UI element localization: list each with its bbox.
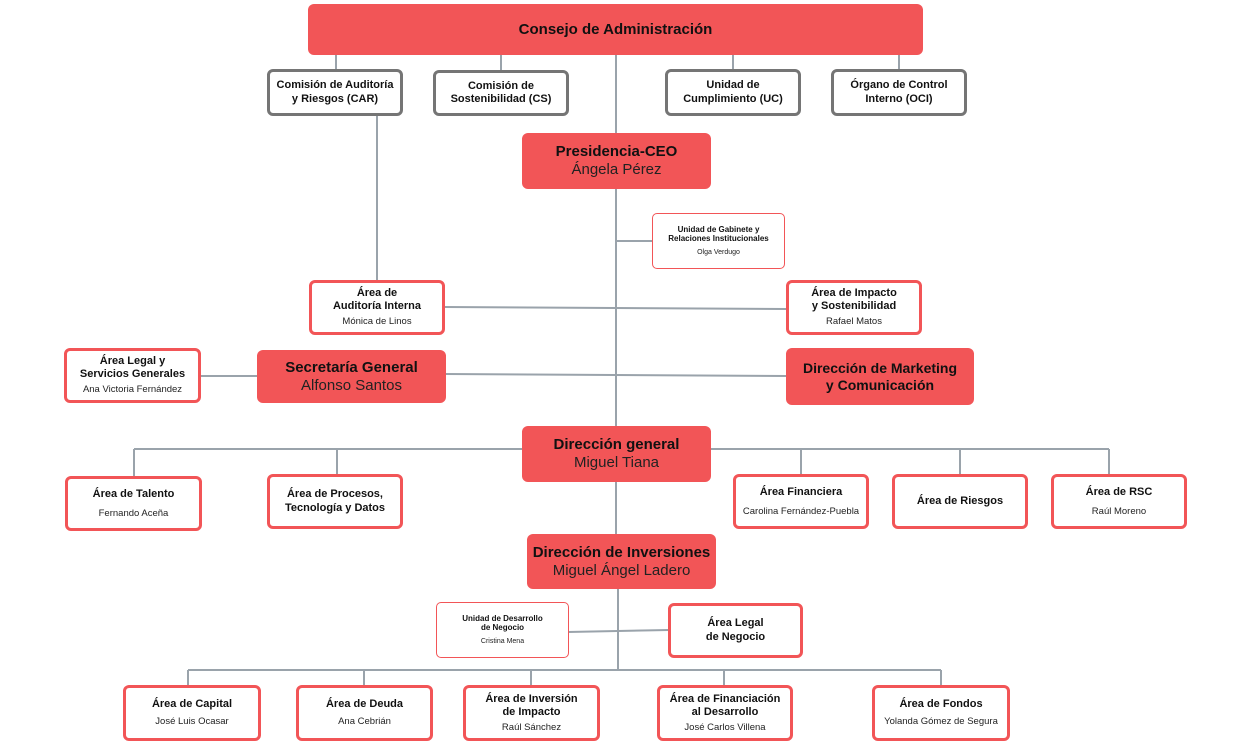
financiera-node: Área Financiera Carolina Fernández-Puebl…	[733, 474, 869, 529]
procesos-node: Área de Procesos, Tecnología y Datos	[267, 474, 403, 529]
cs-title: Comisión de Sostenibilidad (CS)	[450, 79, 552, 105]
auditoria-person: Mónica de Linos	[342, 316, 412, 328]
impacto-sost-title: Área de Impacto y Sostenibilidad	[811, 287, 897, 313]
inversiones-title: Dirección de Inversiones	[532, 543, 711, 561]
inversiones-person: Miguel Ángel Ladero	[552, 561, 691, 579]
ceo-node: Presidencia-CEO Ángela Pérez	[522, 133, 711, 189]
gabinete-node: Unidad de Gabinete y Relaciones Instituc…	[652, 213, 785, 269]
legal-negocio-node: Área Legal de Negocio	[668, 603, 803, 658]
secretaria-node: Secretaría General Alfonso Santos	[257, 350, 446, 403]
rsc-node: Área de RSC Raúl Moreno	[1051, 474, 1187, 529]
talento-node: Área de Talento Fernando Aceña	[65, 476, 202, 531]
financiacion-desarrollo-node: Área de Financiación al Desarrollo José …	[657, 685, 793, 741]
marketing-node: Dirección de Marketing y Comunicación	[786, 348, 974, 405]
cs-committee-node: Comisión de Sostenibilidad (CS)	[433, 70, 569, 116]
financiacion-person: José Carlos Villena	[684, 721, 766, 733]
marketing-title: Dirección de Marketing y Comunicación	[802, 359, 958, 393]
board-node: Consejo de Administración	[308, 4, 923, 55]
riesgos-node: Área de Riesgos	[892, 474, 1028, 529]
oci-title: Órgano de Control Interno (OCI)	[850, 79, 948, 105]
secretaria-person: Alfonso Santos	[301, 376, 402, 394]
financiera-person: Carolina Fernández-Puebla	[742, 505, 860, 517]
legal-servicios-node: Área Legal y Servicios Generales Ana Vic…	[64, 348, 201, 403]
oci-node: Órgano de Control Interno (OCI)	[831, 69, 967, 116]
impacto-sost-person: Rafael Matos	[826, 316, 882, 328]
car-title: Comisión de Auditoría y Riesgos (CAR)	[276, 79, 394, 105]
inversion-impacto-node: Área de Inversión de Impacto Raúl Sánche…	[463, 685, 600, 741]
legal-sg-person: Ana Victoria Fernández	[82, 384, 183, 396]
dg-person: Miguel Tiana	[573, 454, 660, 471]
inv-impacto-person: Raúl Sánchez	[501, 721, 562, 733]
capital-title: Área de Capital	[151, 698, 233, 711]
ceo-person: Ángela Pérez	[571, 161, 662, 178]
capital-node: Área de Capital José Luis Ocasar	[123, 685, 261, 741]
direccion-general-node: Dirección general Miguel Tiana	[522, 426, 711, 482]
uc-title: Unidad de Cumplimiento (UC)	[683, 79, 783, 105]
rsc-person: Raúl Moreno	[1091, 505, 1147, 517]
rsc-title: Área de RSC	[1085, 485, 1153, 498]
legal-neg-title: Área Legal de Negocio	[705, 617, 766, 643]
deuda-title: Área de Deuda	[325, 698, 404, 711]
impacto-sostenibilidad-node: Área de Impacto y Sostenibilidad Rafael …	[786, 280, 922, 335]
financiacion-title: Área de Financiación al Desarrollo	[669, 692, 781, 718]
desarrollo-negocio-node: Unidad de Desarrollo de Negocio Cristina…	[436, 602, 569, 658]
board-title: Consejo de Administración	[518, 20, 713, 38]
fondos-title: Área de Fondos	[899, 698, 983, 711]
legal-sg-title: Área Legal y Servicios Generales	[79, 355, 186, 381]
dg-title: Dirección general	[553, 436, 680, 453]
secretaria-title: Secretaría General	[285, 358, 418, 376]
fondos-node: Área de Fondos Yolanda Gómez de Segura	[872, 685, 1010, 741]
car-committee-node: Comisión de Auditoría y Riesgos (CAR)	[267, 69, 403, 116]
riesgos-title: Área de Riesgos	[916, 494, 1004, 507]
capital-person: José Luis Ocasar	[155, 716, 229, 728]
gabinete-title: Unidad de Gabinete y Relaciones Instituc…	[668, 224, 769, 244]
inv-impacto-title: Área de Inversión de Impacto	[485, 692, 578, 718]
uc-unit-node: Unidad de Cumplimiento (UC)	[665, 69, 801, 116]
talento-person: Fernando Aceña	[98, 507, 169, 519]
financiera-title: Área Financiera	[759, 485, 843, 498]
talento-title: Área de Talento	[92, 487, 175, 500]
procesos-title: Área de Procesos, Tecnología y Datos	[284, 488, 386, 514]
gabinete-person: Olga Verdugo	[697, 248, 740, 256]
desarrollo-title: Unidad de Desarrollo de Negocio	[462, 613, 543, 633]
ceo-title: Presidencia-CEO	[555, 143, 678, 160]
deuda-person: Ana Cebrián	[338, 716, 391, 728]
desarrollo-person: Cristina Mena	[480, 637, 525, 645]
deuda-node: Área de Deuda Ana Cebrián	[296, 685, 433, 741]
fondos-person: Yolanda Gómez de Segura	[884, 716, 998, 728]
auditoria-interna-node: Área de Auditoría Interna Mónica de Lino…	[309, 280, 445, 335]
auditoria-title: Área de Auditoría Interna	[332, 287, 421, 313]
inversiones-node: Dirección de Inversiones Miguel Ángel La…	[527, 534, 716, 589]
